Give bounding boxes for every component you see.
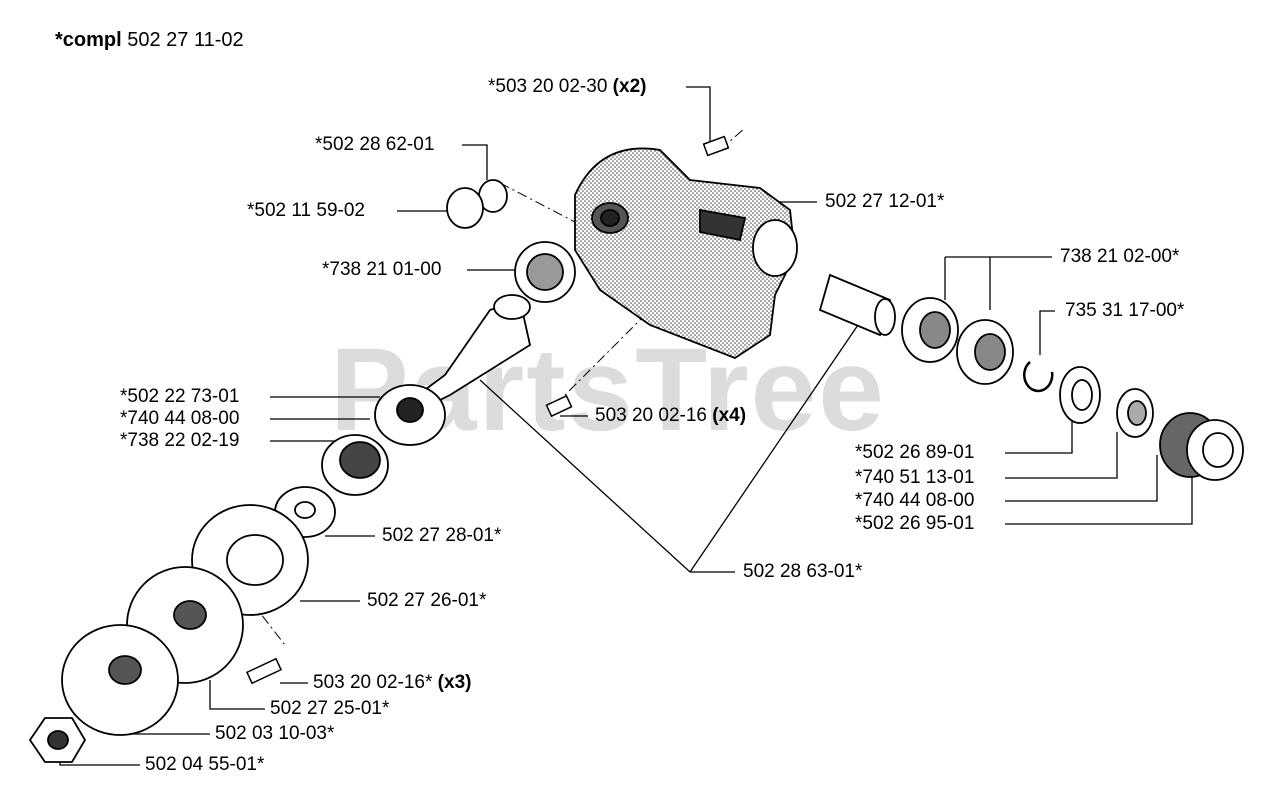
screw-mid <box>545 394 573 418</box>
callout-label[interactable]: 502 03 10-03* <box>215 723 335 744</box>
end-cap <box>1159 412 1244 481</box>
gear-shaft <box>420 294 532 407</box>
bearing-upper <box>514 241 576 303</box>
circlip <box>1023 361 1054 393</box>
bearing-right-1 <box>901 297 959 363</box>
callout-label[interactable]: 502 04 55-01* <box>145 754 265 775</box>
spacer-ring <box>374 384 446 446</box>
callout-label[interactable]: 503 20 02-16 (x4) <box>595 405 747 426</box>
callout-label[interactable]: 738 21 02-00* <box>1060 246 1180 267</box>
callout-label[interactable]: *502 28 62-01 <box>315 134 435 155</box>
callout-label[interactable]: *740 51 13-01 <box>855 467 975 488</box>
assembly-title: *compl 502 27 11-02 <box>55 29 244 51</box>
callout-label[interactable]: *738 22 02-19 <box>120 430 240 451</box>
callout-label[interactable]: *502 26 95-01 <box>855 513 975 534</box>
screw-top <box>702 135 730 157</box>
callout-label[interactable]: 735 31 17-00* <box>1065 300 1185 321</box>
bearing-lower <box>321 434 389 496</box>
seal <box>1116 388 1154 438</box>
callout-label[interactable]: 502 27 26-01* <box>367 590 487 611</box>
leader-lines <box>59 86 1193 766</box>
plug-cap <box>446 179 508 229</box>
callout-label[interactable]: *502 11 59-02 <box>247 200 365 221</box>
callout-label[interactable]: 502 27 28-01* <box>382 525 502 546</box>
callout-label[interactable]: *503 20 02-30 (x2) <box>488 76 647 97</box>
callout-label[interactable]: *502 26 89-01 <box>855 442 975 463</box>
callout-label[interactable]: *502 22 73-01 <box>120 386 240 407</box>
callout-label[interactable]: *738 21 01-00 <box>322 259 442 280</box>
callout-label[interactable]: 502 27 12-01* <box>825 191 945 212</box>
flange-lower <box>61 624 179 736</box>
callout-label[interactable]: 503 20 02-16* (x3) <box>313 672 472 693</box>
hex-nut-ring <box>1059 366 1101 424</box>
callout-label[interactable]: 502 28 63-01* <box>743 561 863 582</box>
pinion-gear <box>818 273 896 337</box>
bearing-right-2 <box>956 319 1014 385</box>
callout-label[interactable]: *740 44 08-00 <box>120 408 240 429</box>
callout-label[interactable]: *740 44 08-00 <box>855 490 975 511</box>
bolt-bottom <box>245 657 283 685</box>
gear-housing <box>574 147 798 360</box>
nut <box>28 717 87 763</box>
callout-label[interactable]: 502 27 25-01* <box>270 698 390 719</box>
